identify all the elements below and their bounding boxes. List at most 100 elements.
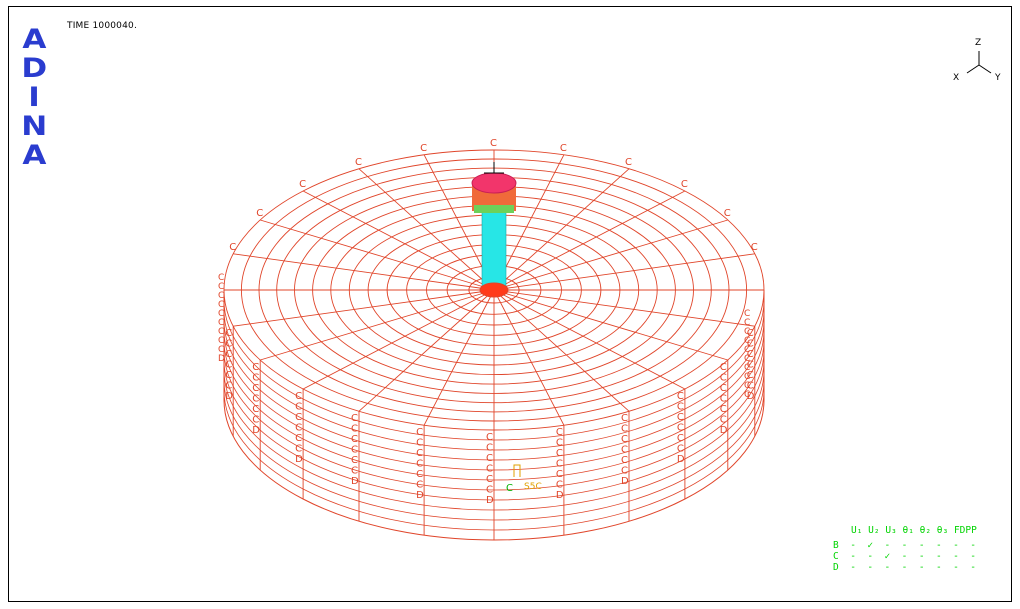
wall-label: C [720,394,727,405]
bc-row-c: C - - ✓ - - - - - [833,551,976,563]
wall-label: C [747,339,754,350]
edge-label: C [218,309,224,319]
wall-label: C [747,381,754,392]
wall-label: C [556,438,563,449]
support-symbol [513,464,521,477]
wall-label: D [225,391,233,402]
mesh-spoke [302,190,495,291]
column-base [479,282,509,298]
axis-z-label: Z [975,38,981,48]
mesh-spoke [493,289,565,426]
wall-label: C [416,448,423,459]
wall-label: C [556,459,563,470]
wall-label: C [486,485,493,496]
mesh-spoke [493,289,728,361]
wall-label: D [252,425,260,436]
axis-y-label: Y [994,73,1001,83]
support-label: C [506,483,513,494]
mesh-spoke [233,253,495,291]
wall-label: C [351,413,358,424]
wall-label: C [720,404,727,415]
axes-triad: Z X Y [953,38,1001,83]
wall-label: C [252,394,259,405]
wall-label: C [621,445,628,456]
mesh-spoke [358,289,495,412]
mesh-spoke [493,253,755,291]
edge-label: C [744,318,750,328]
edge-label: C [744,309,750,319]
mesh-spoke [493,289,755,327]
wall-label: C [351,466,358,477]
edge-label: C [218,318,224,328]
wall-label: D [416,490,424,501]
wall-label: D [486,495,494,506]
wall-label: C [486,464,493,475]
rim-label: C [299,179,306,190]
wall-label: C [225,349,232,360]
wall-label: C [556,427,563,438]
wall-label: C [295,412,302,423]
support-value-label: S5C [524,482,542,492]
wall-label: C [556,448,563,459]
bc-row-b: B - ✓ - - - - - - [833,540,977,552]
wall-label: C [225,370,232,381]
wall-label: C [747,360,754,371]
wall-label: C [720,373,727,384]
mesh-spoke [233,289,495,327]
wall-label: C [416,438,423,449]
wall-label: C [720,362,727,373]
edge-label: C [744,381,750,391]
wall-label: C [677,423,684,434]
wall-label: D [621,476,629,487]
rim-label: C [681,179,688,190]
edge-label: C [218,282,224,292]
logo-letter: N [21,111,48,142]
edge-label: C [218,327,224,337]
edge-label: C [218,336,224,346]
wall-label: C [747,370,754,381]
boundary-condition-table: U₁ U₂ U₃ θ₁ θ₂ θ₃ FDPP B - ✓ - - - - - -… [825,525,977,590]
finite-element-model-view[interactable]: Z X Y CCCCCCDCCCCCCDCCCCCCDCCCCCCDCCCCCC… [9,7,1012,602]
rim-label: C [625,157,632,168]
wall-label: C [720,415,727,426]
wall-label: C [252,404,259,415]
bc-row-label: C [833,551,839,562]
label-layer: CCCCCCDCCCCCCDCCCCCCDCCCCCCDCCCCCCDCCCCC… [218,138,758,506]
logo-letter: I [28,82,41,113]
wall-label: C [621,424,628,435]
wall-label: C [747,349,754,360]
mesh-spoke [493,289,686,390]
column-cap [471,172,517,194]
wall-label: C [351,455,358,466]
rim-label: C [229,242,236,253]
mesh-spoke [493,219,728,291]
mesh-spoke [260,289,495,361]
edge-label: C [218,345,224,355]
wall-label: C [416,459,423,470]
bc-row-values: - - - - - - - - [850,562,977,573]
wall-label: C [556,469,563,480]
bc-row-values: - ✓ - - - - - - [850,540,977,551]
edge-label: C [744,336,750,346]
wall-label: D [295,454,303,465]
wall-label: C [677,391,684,402]
logo-letter: D [21,53,48,84]
wall-label: C [416,469,423,480]
edge-label: C [744,390,750,400]
wall-label: C [621,466,628,477]
mesh-spoke [423,289,495,426]
rim-label: C [560,143,567,154]
wall-label: C [416,480,423,491]
wall-label: D [677,454,685,465]
wall-label: C [747,328,754,339]
adina-logo: A D I N A [21,24,48,170]
wall-label: C [351,434,358,445]
wall-label: D [720,425,728,436]
wall-label: C [677,444,684,455]
rim-label: C [490,138,497,149]
logo-letter: A [22,24,47,55]
wall-label: C [486,443,493,454]
bc-row-d: D - - - - - - - - [833,562,977,574]
bc-row-label: B [833,540,839,551]
